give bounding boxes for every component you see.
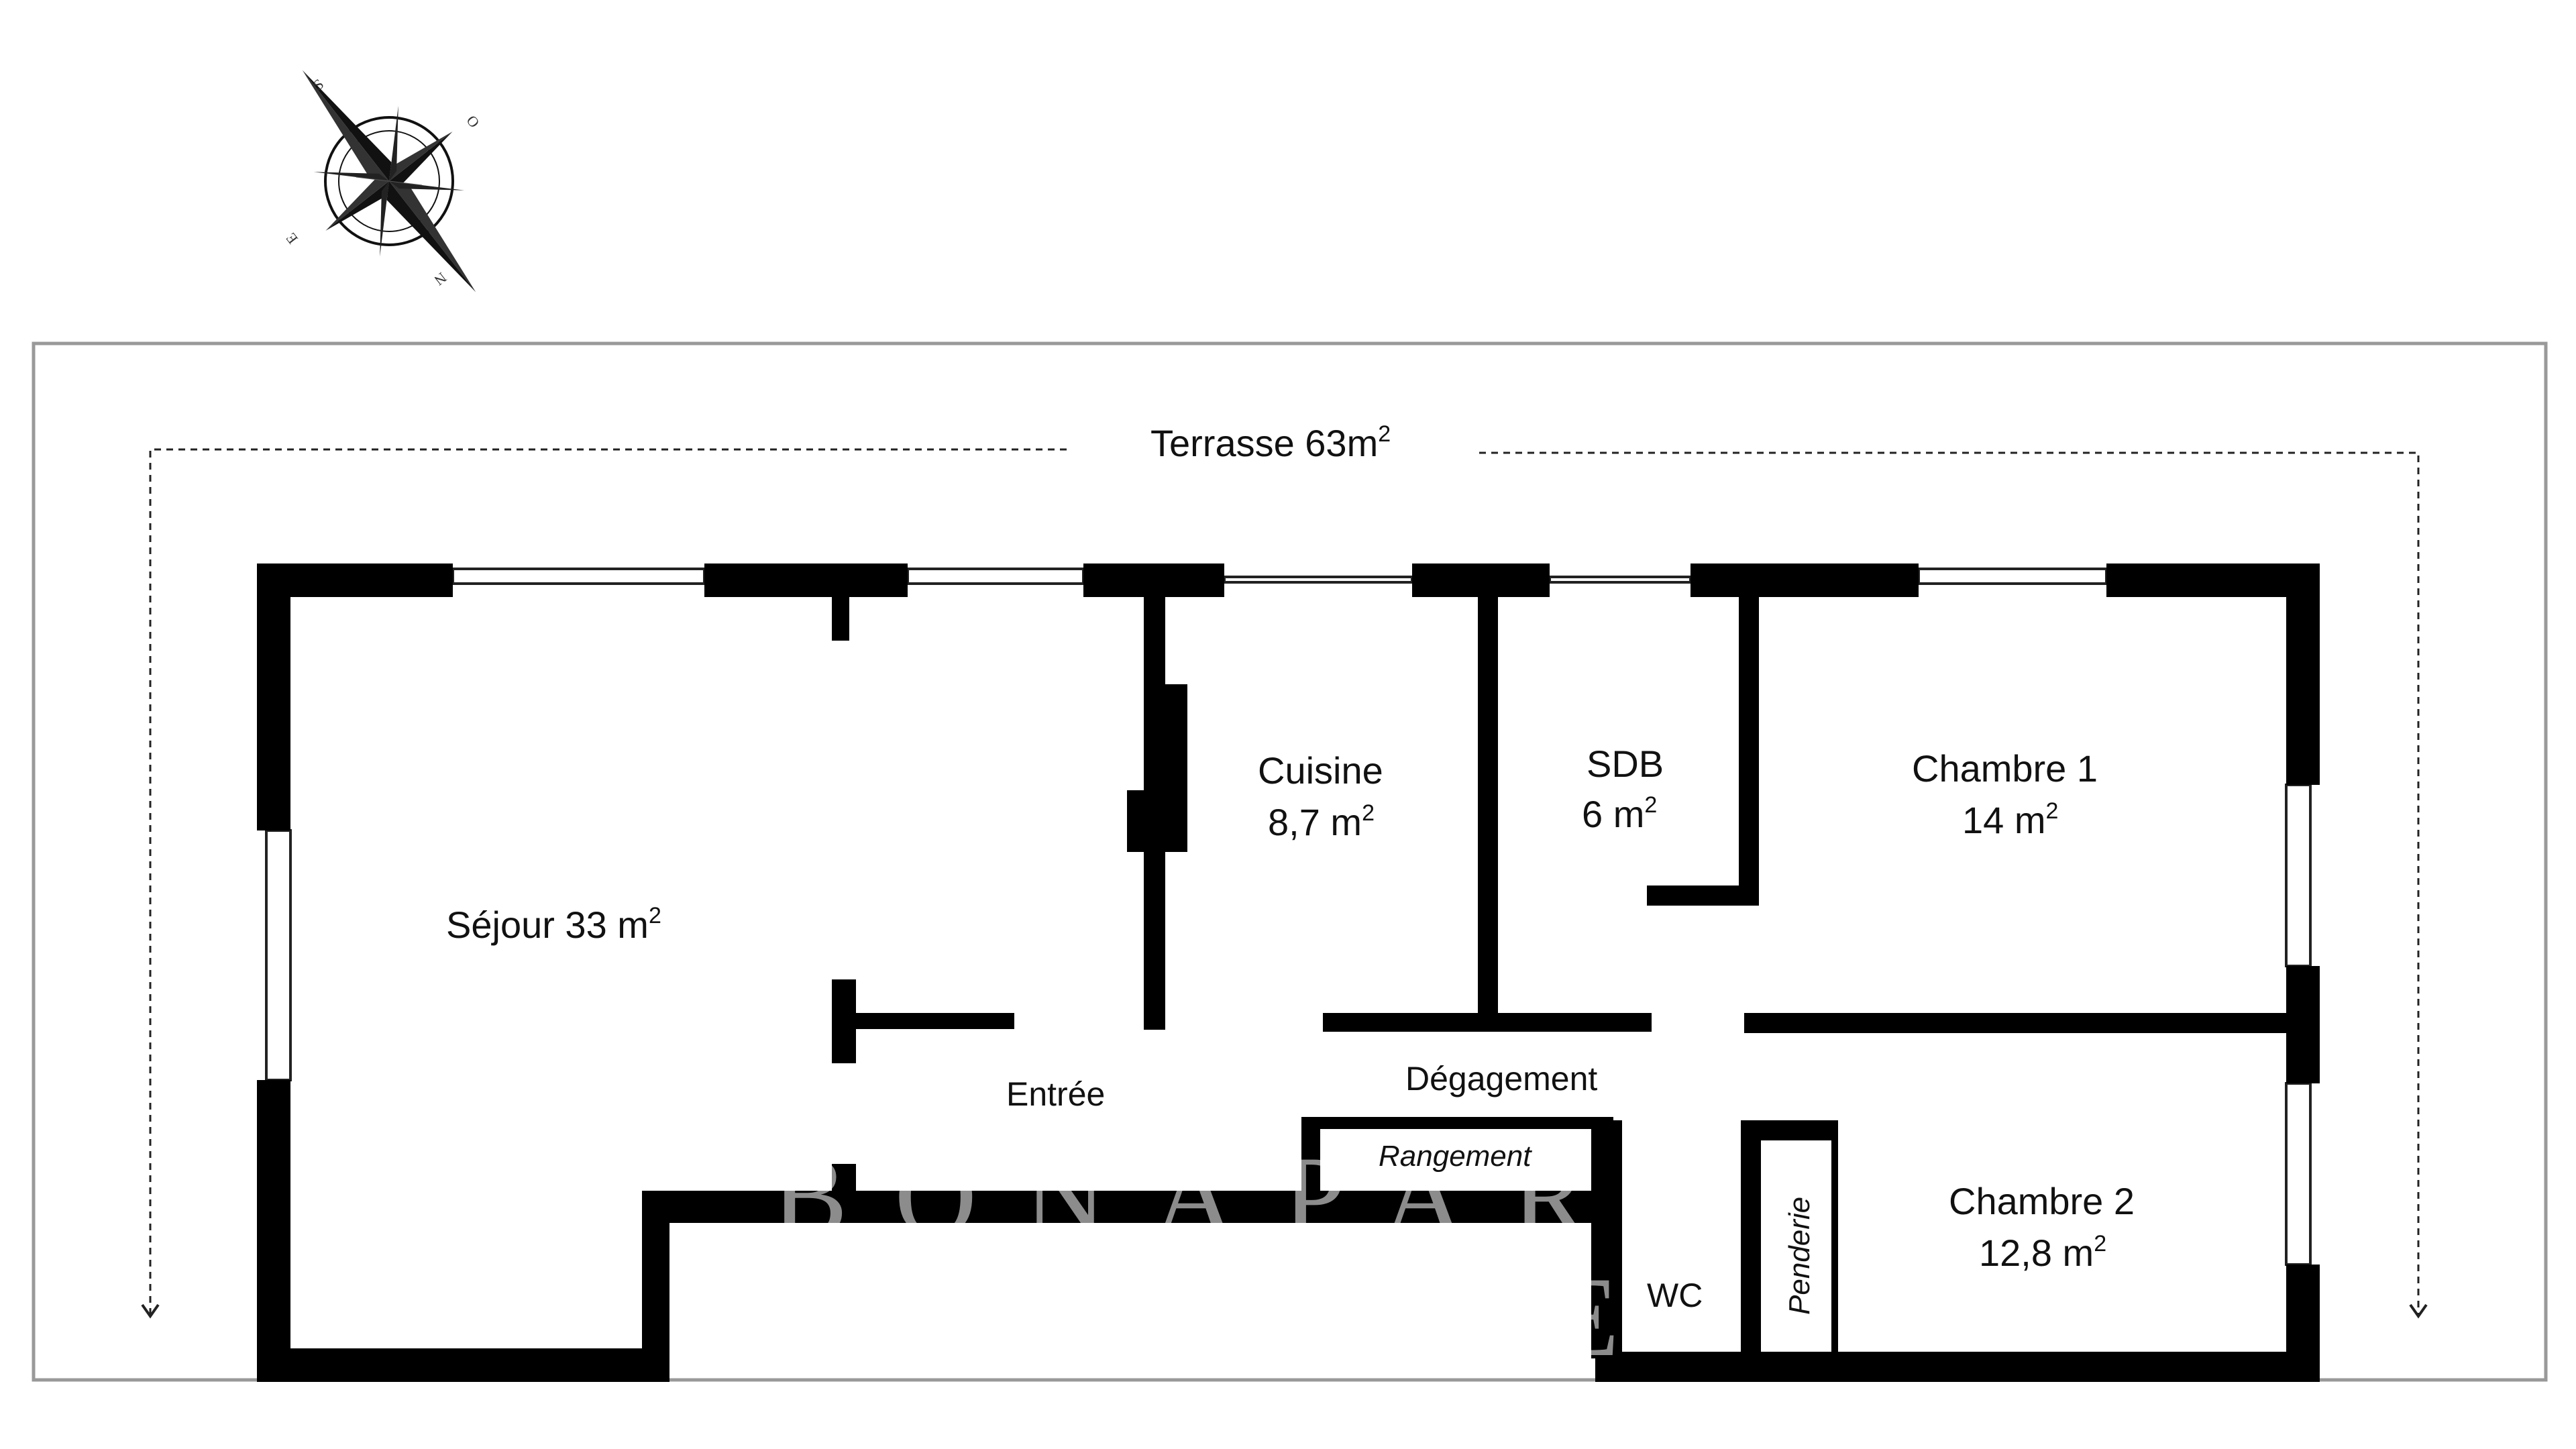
- compass-s-label: S: [310, 75, 327, 93]
- compass-e-label: E: [282, 230, 301, 248]
- terrace-label: Terrasse 63m2: [1150, 421, 1391, 464]
- watermark: BONAPART: [771, 1133, 1744, 1259]
- room-area-chambre-2: 12,8 m2: [1979, 1231, 2106, 1274]
- arrow-down-icon: [141, 1303, 2428, 1319]
- room-label-rangement: Rangement: [1379, 1140, 1532, 1173]
- room-label-degagement: Dégagement: [1405, 1060, 1597, 1097]
- room-label-sejour: Séjour 33 m2: [446, 903, 661, 946]
- room-area-chambre-1: 14 m2: [1962, 798, 2058, 841]
- room-label-wc: WC: [1647, 1277, 1703, 1314]
- room-area-cuisine: 8,7 m2: [1268, 800, 1375, 843]
- compass-n-label: N: [431, 269, 450, 289]
- terrace-outline: [32, 341, 2548, 1382]
- watermark-sub: E: [1550, 1254, 1666, 1380]
- room-label-cuisine: Cuisine: [1258, 749, 1383, 792]
- room-label-chambre-1: Chambre 1: [1912, 747, 2098, 790]
- room-label-entree: Entrée: [1006, 1075, 1105, 1113]
- room-area-sdb: 6 m2: [1582, 792, 1657, 835]
- terrace-dimension-lines: [149, 448, 2420, 1315]
- room-label-penderie: Penderie: [1783, 1197, 1816, 1315]
- walls: [257, 564, 2320, 1382]
- compass-rose-icon: [302, 70, 476, 292]
- room-label-chambre-2: Chambre 2: [1949, 1180, 2135, 1222]
- room-label-sdb: SDB: [1587, 743, 1664, 785]
- compass-o-label: O: [463, 112, 482, 131]
